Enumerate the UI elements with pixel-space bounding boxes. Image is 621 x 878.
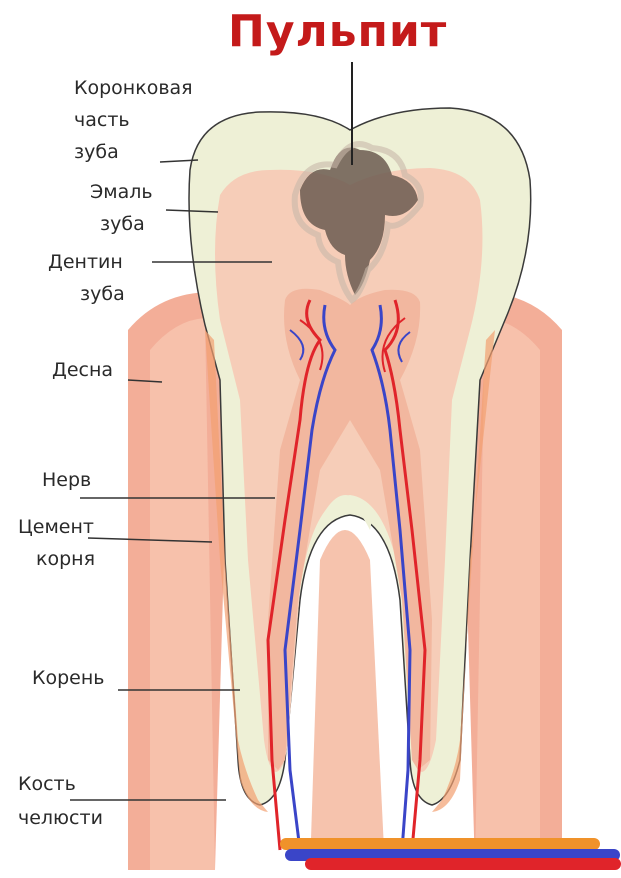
page-title: Пульпит: [228, 6, 488, 58]
gum-inner-left: [150, 318, 215, 870]
label-bone: Кость челюсти: [18, 772, 103, 830]
label-dentin: Дентин зуба: [48, 250, 125, 306]
base-vessel-orange: [280, 838, 600, 850]
interradicular-bone: [310, 530, 385, 870]
label-nerve: Нерв: [42, 468, 91, 492]
label-cement: Цемент корня: [18, 515, 95, 571]
label-gum: Десна: [52, 358, 113, 382]
label-enamel: Эмаль зуба: [90, 180, 153, 236]
label-root: Корень: [32, 666, 104, 690]
base-vessel-red: [305, 858, 621, 870]
label-crown: Коронковая часть зуба: [74, 76, 193, 164]
